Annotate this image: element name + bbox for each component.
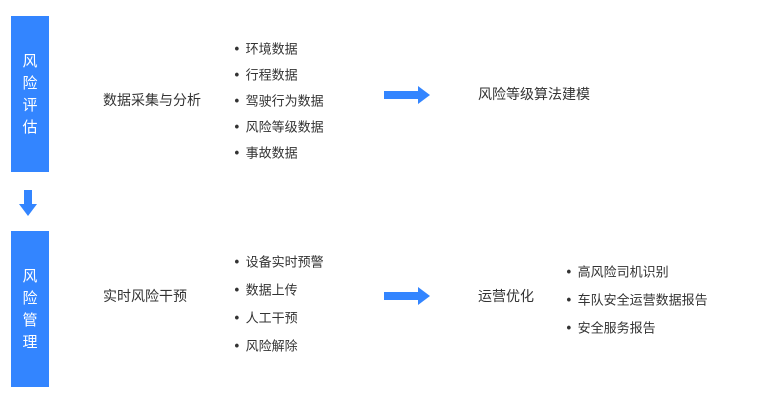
result-label: 运营优化 <box>478 289 534 305</box>
list-item: 风险等级数据 <box>233 117 324 136</box>
arrow-right-icon <box>384 287 430 305</box>
list-item: 环境数据 <box>233 39 298 58</box>
process-label: 实时风险干预 <box>103 289 187 305</box>
list-item: 风险解除 <box>233 336 298 355</box>
list-item: 驾驶行为数据 <box>233 91 324 110</box>
stage-title: 风险评估 <box>22 52 38 136</box>
list-item: 数据上传 <box>233 280 298 299</box>
stage-risk-assessment: 风险评估 <box>11 16 49 172</box>
stage-title: 风险管理 <box>22 267 38 351</box>
result-list-item: 安全服务报告 <box>565 318 656 337</box>
result-list-item: 高风险司机识别 <box>565 262 669 281</box>
list-item: 事故数据 <box>233 143 298 162</box>
stage-risk-management: 风险管理 <box>11 231 49 387</box>
result-label: 风险等级算法建模 <box>478 87 590 103</box>
arrow-down-icon <box>19 190 37 216</box>
list-item: 行程数据 <box>233 65 298 84</box>
result-list-item: 车队安全运营数据报告 <box>565 290 708 309</box>
list-item: 设备实时预警 <box>233 252 324 271</box>
arrow-right-icon <box>384 86 430 104</box>
process-label: 数据采集与分析 <box>103 93 201 109</box>
list-item: 人工干预 <box>233 308 298 327</box>
